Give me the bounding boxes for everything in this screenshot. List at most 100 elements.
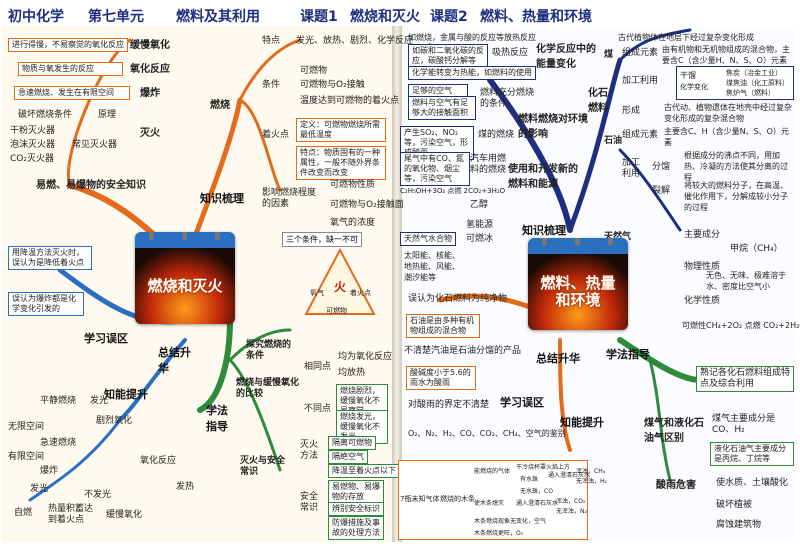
gas-test-r2: 无浑浊，H₂ bbox=[576, 478, 607, 485]
method-label: 灭火方法 bbox=[300, 440, 319, 461]
misconception-1: 用降温方法灭火时，误认为是降低着火点 bbox=[8, 246, 92, 270]
common-extinguishers: 常见灭火器 bbox=[72, 140, 118, 150]
gas-test-nowater: 无水珠，CO bbox=[520, 488, 553, 495]
gas-test-title: 7瓶未知气体 bbox=[400, 495, 440, 503]
condition-1: 可燃物 bbox=[300, 66, 328, 76]
conditions-label: 条件 bbox=[262, 80, 281, 90]
natural-main: 主要成分 bbox=[684, 230, 721, 240]
ignition-def: 定义：可燃物燃烧所需最低温度 bbox=[296, 118, 386, 142]
gas: 焦炉气（燃料） bbox=[726, 89, 775, 97]
gas-test-burn: 能燃烧的气体 bbox=[474, 468, 511, 475]
oil-comp-desc: 主要含C、H（含少量N、S、O）元素 bbox=[664, 127, 789, 147]
gas-test-r1: 浑浊，CH₄ bbox=[576, 468, 606, 475]
right-improve-branch: 知能提升 bbox=[560, 416, 604, 429]
improve-glow2: 发光 bbox=[30, 484, 49, 494]
ethanol-eq: C₂H₅OH+3O₂ 点燃 2CO₂+3H₂O bbox=[400, 187, 506, 195]
left-improve-branch: 知能提升 bbox=[104, 388, 148, 401]
coal-burn: 煤的燃烧 bbox=[478, 130, 515, 140]
fractionation-desc: 根据成分的沸点不同，用加热、冷凝的方法使其分离的过程 bbox=[684, 151, 788, 182]
fire-safety-label: 灭火与安全常识 bbox=[240, 456, 286, 477]
improve-fast: 急速燃烧 bbox=[40, 438, 77, 448]
slow-oxidation-desc: 进行得慢，不易察觉的氧化反应 bbox=[8, 38, 128, 52]
left-misconception-branch: 学习误区 bbox=[84, 332, 128, 345]
full-combustion: 燃料充分燃烧的条件 bbox=[480, 88, 535, 109]
r-misc-2: 石油是由多种有机物组成的混合物 bbox=[406, 314, 480, 338]
coal-comp-desc: 由有机物和无机物组成的混合物，主要含C（含少量H、N、S、O）元素 bbox=[662, 45, 790, 65]
energy-label: 化学反应中的能量变化 bbox=[536, 44, 596, 70]
condition-2: 可燃物与O₂接触 bbox=[300, 80, 365, 90]
improve-flat: 平静燃烧 bbox=[40, 396, 77, 406]
ignition-label: 着火点 bbox=[262, 130, 290, 140]
right-center-calendar: 燃料、热量和环境 bbox=[528, 238, 628, 330]
ice-desc: 天然气水合物 bbox=[400, 232, 456, 246]
factor-1: 可燃物性质 bbox=[330, 180, 376, 190]
right-center-title: 燃料、热量和环境 bbox=[540, 274, 616, 309]
unit-title: 燃料及其利用 bbox=[176, 9, 260, 25]
page-header: 初中化学 第七单元 燃料及其利用 课题1 燃烧和灭火 课题2 燃料、热量和环境 bbox=[0, 0, 800, 28]
gas-test-lime2: 通入澄清石灰水 bbox=[516, 500, 559, 507]
safe-label: 安全常识 bbox=[300, 492, 319, 513]
lpg-desc: 液化石油气主要成分是丙烷、丁烷等 bbox=[710, 442, 794, 466]
gas-test-box bbox=[398, 460, 588, 540]
improve-explode: 爆炸 bbox=[40, 466, 59, 476]
oil-form-desc: 古代动、植物遗体在地壳中经过复杂变化形成的复杂混合物 bbox=[664, 103, 792, 123]
condition-3: 温度达到可燃物的着火点 bbox=[300, 96, 400, 106]
book-spine bbox=[392, 26, 402, 542]
subject-label: 初中化学 bbox=[8, 9, 64, 25]
coal-def: 古代植物体在地层下经过复杂变化形成 bbox=[618, 33, 754, 42]
improve-heat: 发热 bbox=[176, 482, 195, 492]
improve-violent: 剧烈氧化 bbox=[96, 416, 133, 426]
improve-oxr: 氧化反应 bbox=[140, 456, 177, 466]
factor-2: 可燃物与O₂接触面 bbox=[330, 200, 404, 210]
gas-test-noch: 木条燃烧现象无变化，空气 bbox=[474, 518, 547, 525]
dry-chem: 化学变化 bbox=[680, 83, 708, 91]
compare-label: 燃烧与缓慢氧化的比较 bbox=[236, 378, 300, 399]
triangle-bottom: 可燃物 bbox=[326, 307, 347, 315]
tar: 煤焦油（化工原料） bbox=[726, 79, 789, 87]
energy-top: 如燃烧，金属与酸的反应等放热反应 bbox=[408, 33, 536, 42]
topic2-label: 课题2 bbox=[430, 9, 468, 25]
improve-slow: 缓慢氧化 bbox=[106, 510, 143, 520]
gas-test-brighter: 木条燃烧更旺，O₂ bbox=[474, 530, 524, 537]
acid-2: 破坏植被 bbox=[716, 500, 753, 510]
natural-chem-desc: 可燃性CH₄+2O₂ 点燃 CO₂+2H₂O bbox=[682, 321, 800, 330]
coal-label: 煤 bbox=[604, 50, 614, 60]
extinguisher-1: 干粉灭火器 bbox=[10, 126, 56, 136]
triangle-left: 氧气 bbox=[310, 289, 324, 297]
oil-form-label: 形成 bbox=[622, 106, 641, 116]
ignition-feature: 特点：物质固有的一种属性，一般不随外界条件改变而改变 bbox=[296, 146, 386, 180]
coal-comp-label: 组成元素 bbox=[622, 48, 659, 58]
gas-test-h2: 干冷烧杯罩火焰上方 bbox=[516, 464, 571, 471]
improve-noglow: 不发光 bbox=[84, 490, 112, 500]
explosion-desc: 急速燃烧、发生在有限空间 bbox=[14, 86, 130, 100]
improve-self: 自燃 bbox=[14, 508, 33, 518]
gas-test-q1: 燃烧的木条 bbox=[440, 495, 475, 503]
coke: 焦炭（冶金工业） bbox=[726, 69, 782, 77]
r-misc-4: 酸碱度小于5.6的雨水为酸雨 bbox=[406, 366, 476, 390]
other-energy: 太阳能、核能、地热能、风能、潮汐能等 bbox=[404, 251, 460, 282]
method-2: 隔绝空气 bbox=[328, 450, 368, 464]
oil-comp-label: 组成元素 bbox=[622, 130, 659, 140]
improve-limited: 无限空间 bbox=[8, 422, 45, 432]
right-knowledge-branch: 知识梳理 bbox=[522, 224, 566, 237]
topic2-name: 燃料、热量和环境 bbox=[480, 9, 592, 25]
left-center-title: 燃烧和灭火 bbox=[147, 276, 223, 295]
right-method-branch: 学法指导 bbox=[606, 348, 650, 361]
safe-3: 防爆措施及事故的处理方法 bbox=[328, 516, 384, 540]
car-burn: 汽车用燃料的燃烧 bbox=[470, 154, 507, 175]
acid-3: 腐蚀建筑物 bbox=[716, 520, 762, 530]
triangle-center: 火 bbox=[334, 280, 347, 294]
left-center-calendar: 燃烧和灭火 bbox=[135, 232, 235, 324]
new-energy-label: 使用和开发新的燃料和能源 bbox=[508, 164, 578, 190]
oxidation-desc: 物质与氧发生的反应 bbox=[18, 62, 123, 76]
remember-node: 熟记各化石燃料组成特点及综合利用 bbox=[696, 366, 794, 392]
explosion-label: 爆炸 bbox=[140, 88, 160, 99]
left-method-branch: 学法指导 bbox=[206, 404, 228, 433]
natural-gas-label: 天然气 bbox=[604, 232, 632, 242]
diff-label: 不同点 bbox=[304, 404, 332, 414]
energy-change: 化学能转变为热能，如燃料的使用 bbox=[408, 66, 536, 80]
car-burn-desc: 尾气中有CO、氮的氧化物、烟尘等，污染空气 bbox=[400, 152, 470, 186]
feature-label: 特点 bbox=[262, 36, 281, 46]
improve-accum: 热量积蓄达到着火点 bbox=[48, 504, 94, 525]
gas-test-r3: 浑浊，CO₂ bbox=[556, 498, 586, 505]
